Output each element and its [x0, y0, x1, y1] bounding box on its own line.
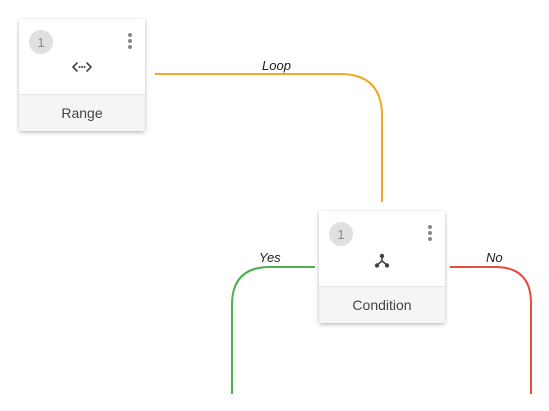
condition-node[interactable]: 1 Condition: [319, 211, 445, 323]
range-node[interactable]: 1 Range: [19, 19, 145, 131]
range-node-label: Range: [19, 94, 145, 131]
code-range-icon: [72, 62, 92, 72]
condition-node-menu-icon[interactable]: [427, 225, 433, 241]
range-node-menu-icon[interactable]: [127, 33, 133, 49]
range-node-header: 1: [19, 19, 145, 94]
loop-connector[interactable]: [155, 73, 383, 202]
condition-node-header: 1: [319, 211, 445, 286]
no-connector[interactable]: [450, 266, 532, 394]
yes-connector[interactable]: [231, 266, 315, 394]
branch-icon: [374, 253, 390, 268]
condition-node-index-badge: 1: [329, 222, 353, 246]
loop-label: Loop: [262, 58, 291, 73]
yes-label: Yes: [259, 250, 281, 265]
no-label: No: [486, 250, 503, 265]
range-node-index-badge: 1: [29, 30, 53, 54]
condition-node-label: Condition: [319, 286, 445, 323]
